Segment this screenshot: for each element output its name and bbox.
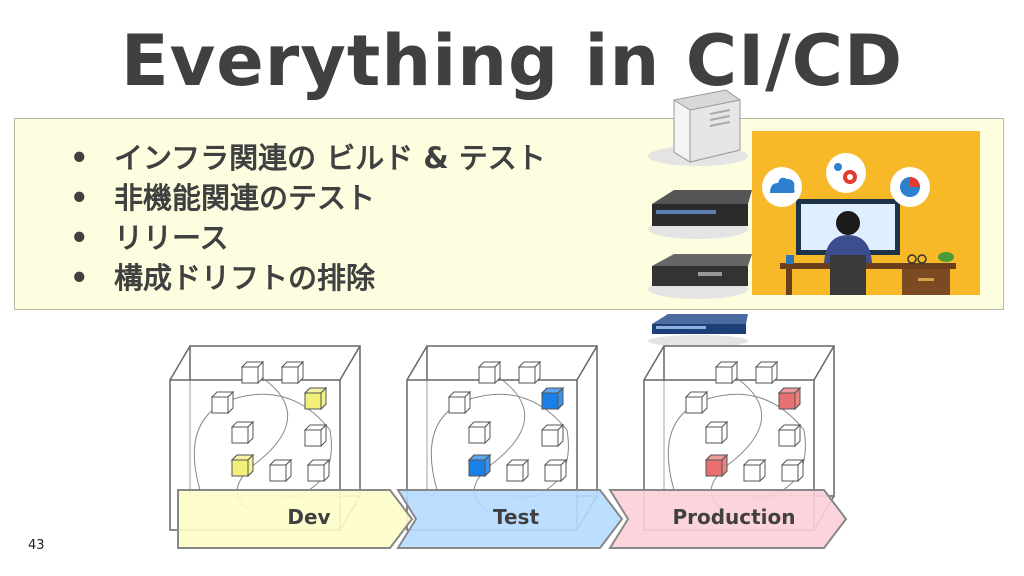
server-tower-icon	[673, 89, 741, 163]
stage-arrow	[177, 489, 414, 549]
cube-icon	[541, 424, 564, 447]
page-number: 43	[28, 538, 45, 553]
bullet-item: • 非機能関連のテスト	[70, 178, 546, 218]
cube-icon	[231, 421, 254, 444]
cube-icon	[704, 453, 729, 478]
cube-icon	[544, 459, 567, 482]
developer-desk-icon	[752, 131, 980, 295]
bullet-text: 構成ドリフトの排除	[114, 261, 376, 295]
cube-icon	[540, 386, 565, 411]
stage-arrow	[608, 489, 848, 549]
cube-icon	[705, 421, 728, 444]
bullet-text: インフラ関連の ビルド & テスト	[114, 141, 546, 175]
bullet-text: 非機能関連のテスト	[114, 181, 376, 215]
cube-icon	[211, 391, 234, 414]
environment-diagram: Dev Test Production	[169, 345, 848, 549]
cube-icon	[448, 391, 471, 414]
stage-label: Test	[493, 505, 539, 529]
cube-icon	[478, 361, 501, 384]
bullet-symbol: •	[70, 221, 89, 255]
pie-chart-icon	[890, 167, 930, 207]
cube-icon	[467, 453, 492, 478]
cube-icon	[307, 459, 330, 482]
cube-icon	[743, 459, 766, 482]
bullet-text: リリース	[114, 221, 229, 255]
cube-icon	[715, 361, 738, 384]
cube-icon	[777, 386, 802, 411]
bullet-symbol: •	[70, 141, 89, 175]
bullet-symbol: •	[70, 261, 89, 295]
stage-arrow	[396, 489, 624, 549]
gear-icon	[826, 153, 866, 193]
stage-label: Production	[672, 505, 795, 529]
cube-icon	[518, 361, 541, 384]
cube-icon	[241, 361, 264, 384]
cube-icon	[304, 424, 327, 447]
cube-icon	[781, 459, 804, 482]
cube-icon	[685, 391, 708, 414]
rack-server-icon	[652, 254, 752, 286]
bullet-list: • インフラ関連の ビルド & テスト • 非機能関連のテスト • リリース • 構成ド…	[70, 138, 546, 298]
stage-label: Dev	[287, 505, 330, 529]
cube-icon	[230, 453, 255, 478]
cube-icon	[303, 386, 328, 411]
cube-icon	[755, 361, 778, 384]
server-stack	[648, 89, 752, 346]
cloud-users-icon	[762, 167, 802, 207]
network-switch-icon	[652, 314, 748, 334]
bullet-symbol: •	[70, 181, 89, 215]
bullet-item: • インフラ関連の ビルド & テスト	[70, 138, 546, 178]
cube-icon	[281, 361, 304, 384]
cube-icon	[778, 424, 801, 447]
cube-icon	[506, 459, 529, 482]
bullet-item: • 構成ドリフトの排除	[70, 258, 546, 298]
rack-server-icon	[652, 190, 752, 226]
cube-icon	[269, 459, 292, 482]
bullet-item: • リリース	[70, 218, 546, 258]
slide-title: Everything in CI/CD	[120, 20, 904, 102]
cube-icon	[468, 421, 491, 444]
